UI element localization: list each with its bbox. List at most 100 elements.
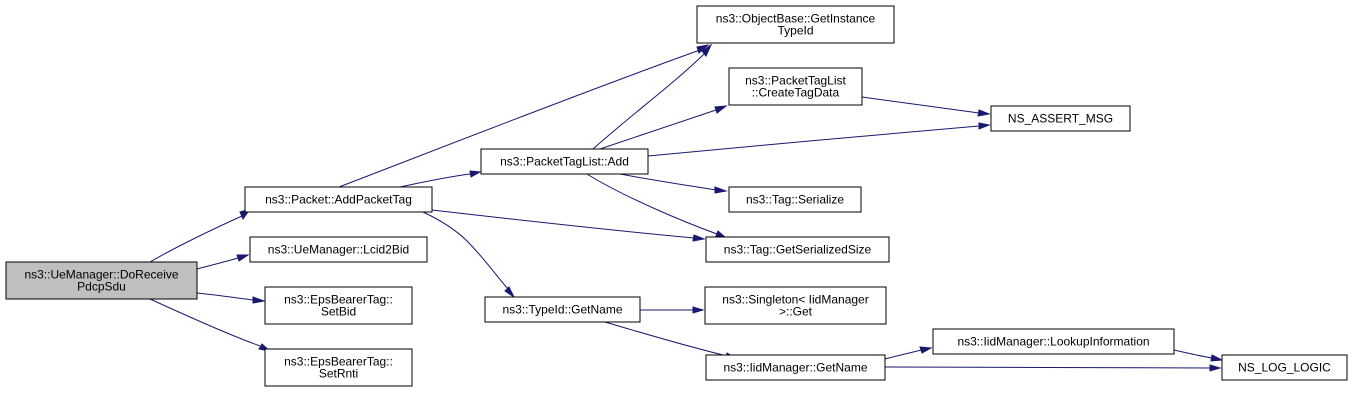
edge-arrowhead [919, 346, 933, 354]
node-label: ns3::PacketTagList [745, 74, 846, 88]
edge-uemgr_doreceive-to-packet_addpackettag [149, 208, 252, 263]
node-ns_assert_msg[interactable]: NS_ASSERT_MSG [990, 105, 1131, 132]
edge-packet_addpackettag-to-typeid_getname [422, 211, 516, 299]
edge-arrowhead [1210, 354, 1224, 362]
edge-line [884, 366, 1211, 369]
node-label: ns3::UeManager::Lcid2Bid [268, 243, 409, 257]
edge-arrowhead [978, 122, 991, 130]
node-label: >::Get [779, 305, 813, 319]
edge-packettaglist_add-to-tag_serialize [619, 173, 728, 194]
node-box[interactable] [932, 328, 1175, 355]
node-label: ns3::EpsBearerTag:: [284, 293, 393, 307]
edge-line [586, 173, 718, 235]
node-label: TypeId [777, 24, 813, 38]
node-box[interactable] [5, 261, 198, 300]
node-iidmanager_getname[interactable]: ns3::IidManager::GetName [705, 354, 886, 381]
node-box[interactable] [728, 67, 863, 106]
node-label: ns3::IidManager::LookupInformation [957, 335, 1149, 349]
node-label: ns3::Packet::AddPacketTag [265, 193, 412, 207]
node-label: SetBid [321, 305, 356, 319]
node-label: ns3::IidManager::GetName [723, 361, 867, 375]
edge-iidmanager_lookupinformation-to-ns_log_logic [1173, 349, 1224, 362]
edge-arrowhead [692, 306, 705, 314]
edge-line [1173, 349, 1213, 359]
node-box[interactable] [696, 5, 895, 44]
node-box[interactable] [264, 286, 413, 325]
node-label: ns3::ObjectBase::GetInstance [716, 12, 876, 26]
edge-packet_addpackettag-to-tag_getserializedsize [431, 209, 706, 242]
node-uemgr_lcid2bid[interactable]: ns3::UeManager::Lcid2Bid [249, 236, 428, 263]
edge-arrowhead [977, 109, 991, 117]
node-box[interactable] [705, 354, 886, 381]
edge-line [647, 125, 980, 157]
edge-arrowhead [504, 286, 516, 299]
edge-line [149, 298, 261, 347]
edge-packettaglist_add-to-packettaglist_createtagdata [599, 105, 728, 150]
edge-arrowhead [469, 170, 482, 178]
edge-line [196, 257, 239, 270]
edge-packettaglist_createtagdata-to-ns_assert_msg [861, 96, 991, 117]
node-typeid_getname[interactable]: ns3::TypeId::GetName [484, 296, 641, 323]
node-box[interactable] [704, 286, 887, 325]
node-label: PdcpSdu [77, 280, 126, 294]
edge-line [399, 173, 471, 188]
node-label: ns3::TypeId::GetName [502, 303, 622, 317]
node-box[interactable] [484, 296, 641, 323]
edge-typeid_getname-to-iidmanager_getname [604, 321, 739, 360]
node-packet_addpackettag[interactable]: ns3::Packet::AddPacketTag [244, 186, 433, 213]
edge-packet_addpackettag-to-packettaglist_add [399, 170, 482, 188]
edge-iidmanager_getname-to-iidmanager_lookupinformation [884, 346, 933, 360]
node-label: ns3::EpsBearerTag:: [284, 355, 393, 369]
edge-arrowhead [701, 43, 713, 57]
edge-line [619, 173, 717, 191]
node-box[interactable] [244, 186, 433, 213]
edge-iidmanager_getname-to-ns_log_logic [884, 364, 1222, 372]
node-packettaglist_add[interactable]: ns3::PacketTagList::Add [480, 148, 649, 175]
edge-packettaglist_add-to-objectbase_getinstancetypeid [592, 43, 713, 150]
node-epsbearertag_setbid[interactable]: ns3::EpsBearerTag::SetBid [264, 286, 413, 325]
node-label: NS_LOG_LOGIC [1238, 361, 1331, 375]
node-label: NS_ASSERT_MSG [1008, 112, 1113, 126]
node-box[interactable] [1221, 354, 1348, 381]
node-epsbearertag_setrnti[interactable]: ns3::EpsBearerTag::SetRnti [264, 348, 413, 387]
edge-uemgr_doreceive-to-uemgr_lcid2bid [196, 254, 250, 270]
node-box[interactable] [480, 148, 649, 175]
edge-line [884, 349, 922, 360]
edge-arrowhead [714, 186, 728, 194]
edge-packet_addpackettag-to-objectbase_getinstancetypeid [338, 44, 710, 188]
edge-line [599, 109, 717, 150]
node-label: ns3::Singleton< IidManager [722, 293, 868, 307]
edge-arrowhead [692, 234, 706, 242]
node-label: ns3::Tag::Serialize [746, 193, 844, 207]
node-box[interactable] [705, 236, 890, 263]
edge-typeid_getname-to-singleton_get [640, 306, 705, 314]
edge-line [338, 49, 701, 188]
edge-uemgr_doreceive-to-epsbearertag_setrnti [149, 298, 272, 352]
node-box[interactable] [990, 105, 1131, 132]
edge-arrowhead [236, 254, 250, 262]
edge-packettaglist_add-to-ns_assert_msg [647, 122, 991, 157]
edge-arrowhead [252, 296, 266, 304]
node-box[interactable] [264, 348, 413, 387]
edge-line [431, 209, 695, 239]
node-label: ns3::PacketTagList::Add [500, 155, 629, 169]
node-box[interactable] [249, 236, 428, 263]
edge-packettaglist_add-to-tag_getserializedsize [586, 173, 728, 239]
node-label: ns3::Tag::GetSerializedSize [724, 243, 872, 257]
node-tag_getserializedsize[interactable]: ns3::Tag::GetSerializedSize [705, 236, 890, 263]
edge-uemgr_doreceive-to-epsbearertag_setbid [196, 292, 266, 304]
node-packettaglist_createtagdata[interactable]: ns3::PacketTagList::CreateTagData [728, 67, 863, 106]
node-singleton_get[interactable]: ns3::Singleton< IidManager >::Get [704, 286, 887, 325]
node-tag_serialize[interactable]: ns3::Tag::Serialize [728, 186, 862, 213]
node-ns_log_logic[interactable]: NS_LOG_LOGIC [1221, 354, 1348, 381]
edge-line [196, 292, 254, 301]
node-box[interactable] [728, 186, 862, 213]
node-label: SetRnti [319, 367, 358, 381]
edge-line [592, 52, 706, 150]
node-iidmanager_lookupinformation[interactable]: ns3::IidManager::LookupInformation [932, 328, 1175, 355]
edge-arrowhead [1209, 364, 1222, 372]
